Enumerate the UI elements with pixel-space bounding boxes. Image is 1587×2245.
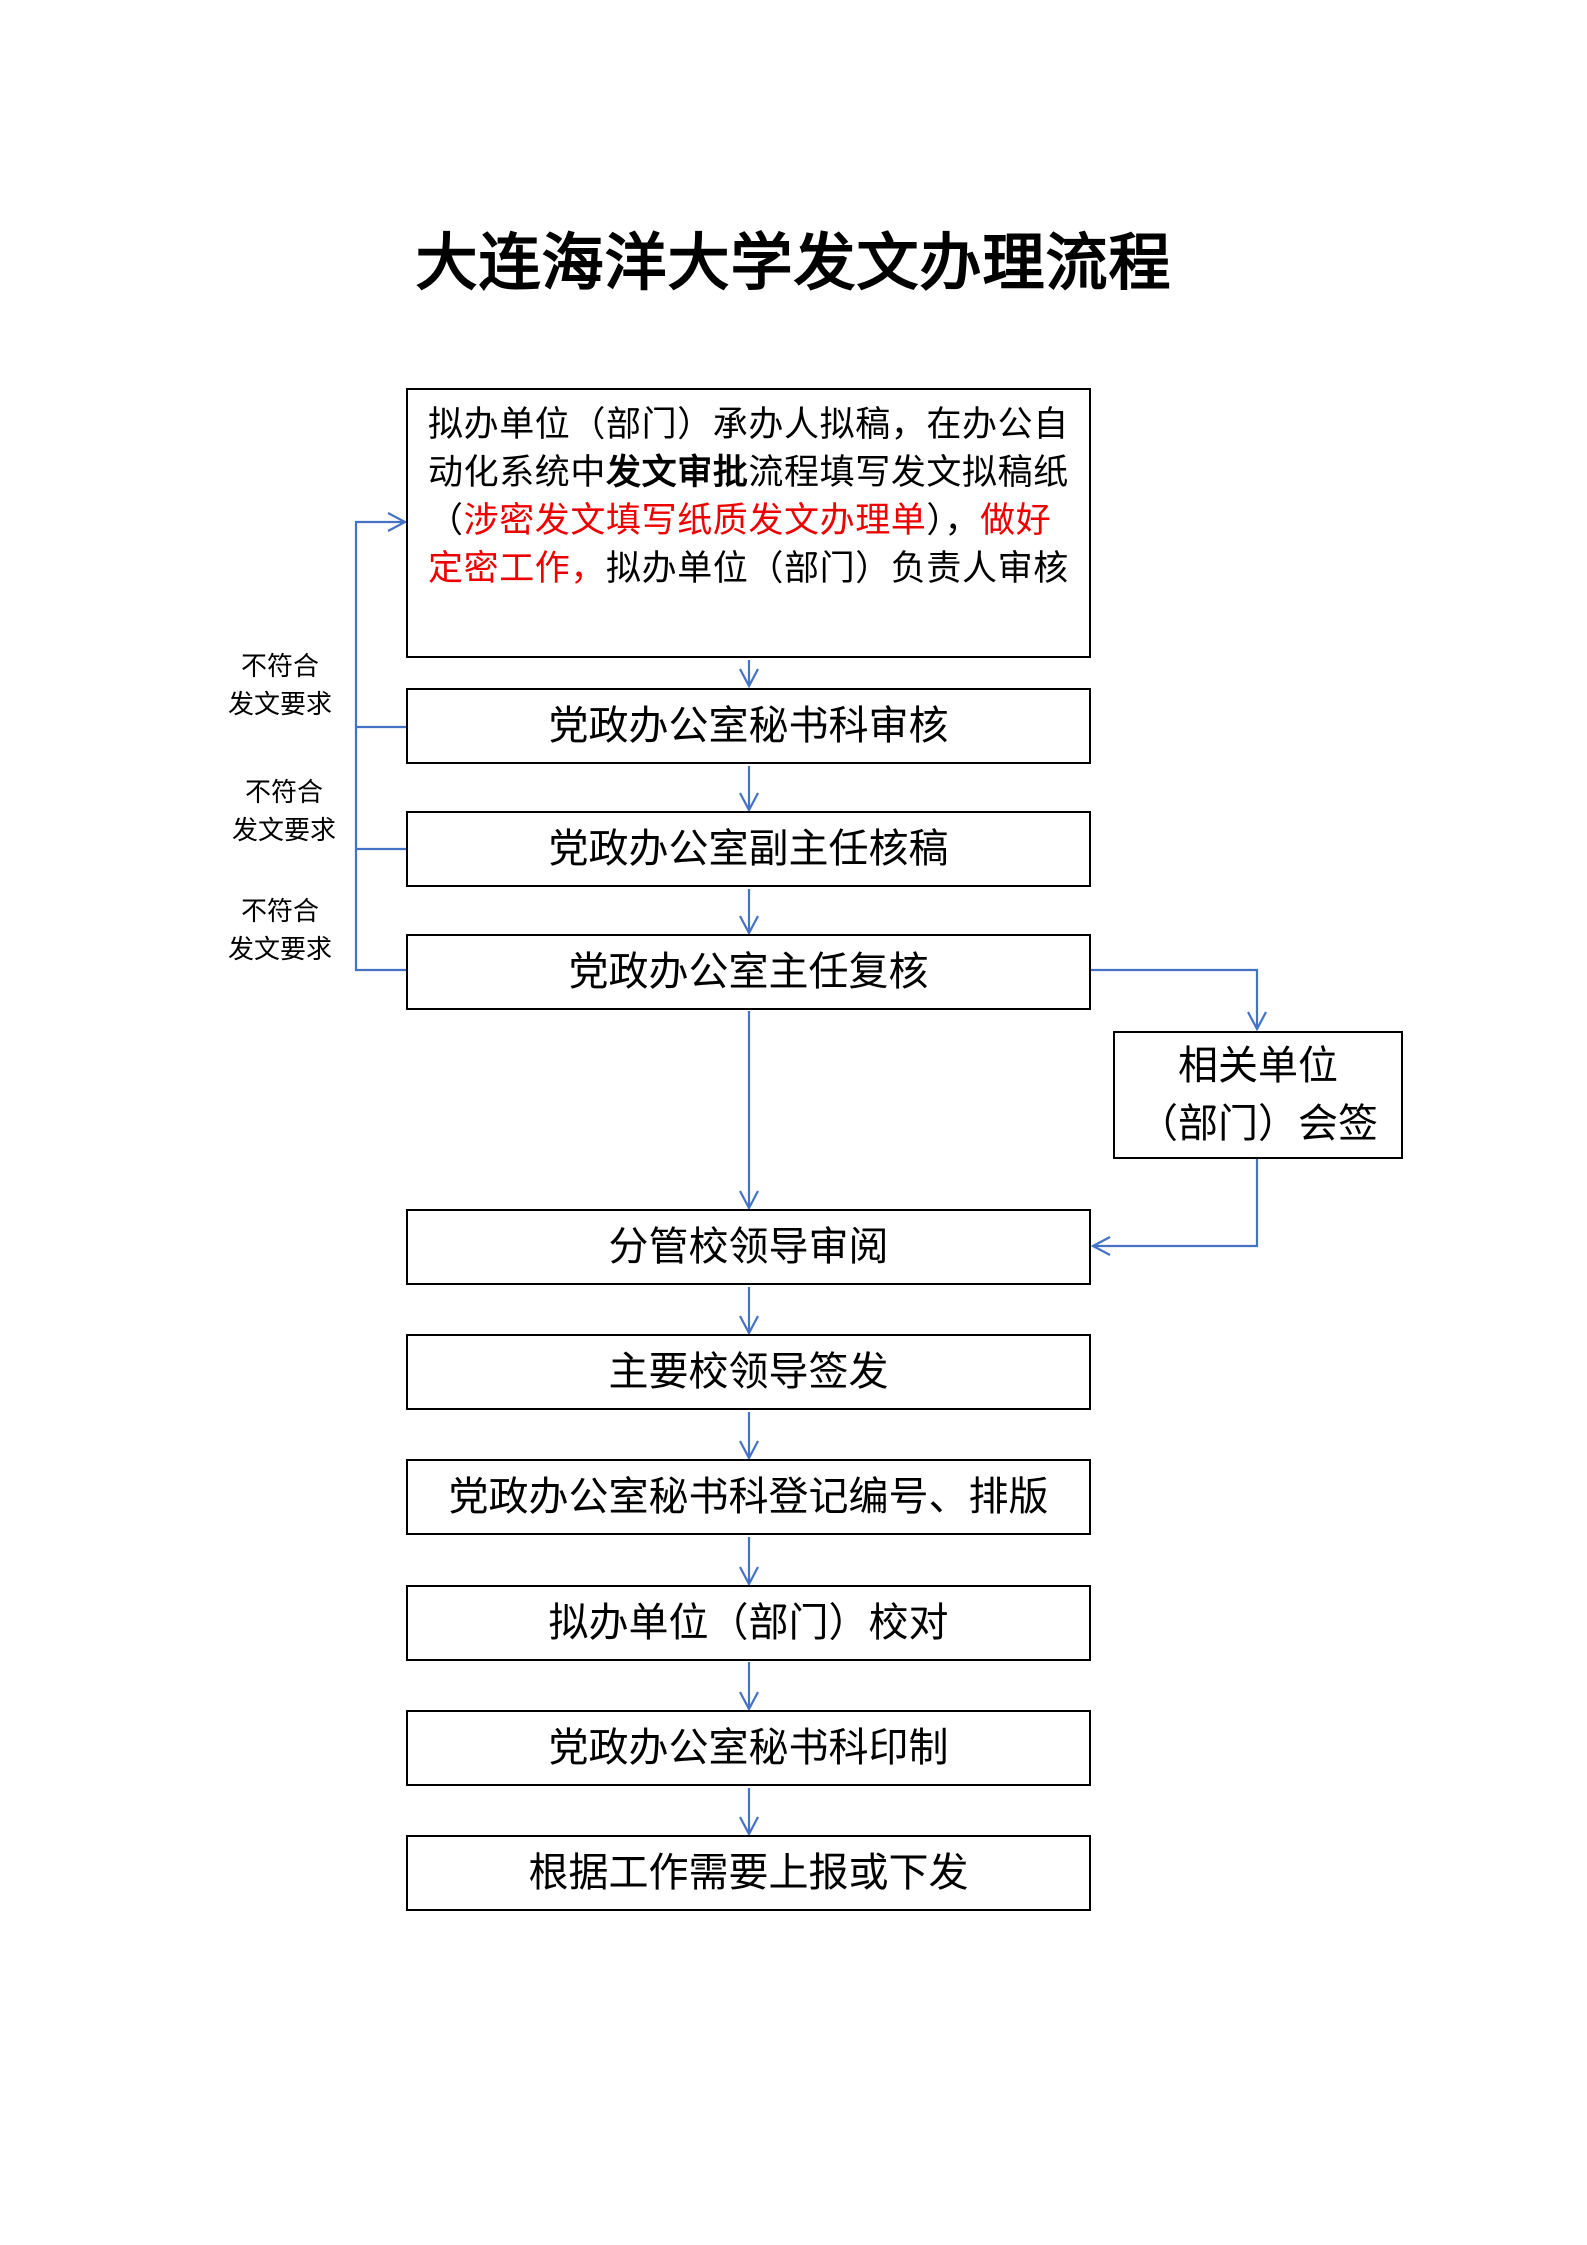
step-distribute: 根据工作需要上报或下发 (406, 1835, 1091, 1911)
step-draft-red: 涉密发文填写纸质发文办理单 (463, 501, 927, 541)
step-draft-red: 做好定密工作， (428, 501, 1052, 589)
reject-note-line-2: 发文要求 (231, 816, 336, 846)
reject-note-2: 不符合 发文要求 (204, 774, 364, 850)
step-proofread: 拟办单位（部门）校对 (406, 1585, 1091, 1661)
page-title: 大连海洋大学发文办理流程 (415, 226, 1172, 299)
step-countersign: 相关单位 （部门）会签 (1113, 1031, 1403, 1159)
step-leader-sign: 主要校领导签发 (406, 1334, 1091, 1410)
arrow-to-countersign (1091, 968, 1267, 1032)
reject-note-line-1: 不符合 (240, 652, 319, 682)
reject-note-3: 不符合 发文要求 (200, 893, 360, 969)
reject-loop (354, 512, 408, 972)
countersign-line-2: （部门）会签 (1138, 1101, 1378, 1147)
step-draft-text: ）， (926, 501, 981, 541)
step-draft-bold: 发文审批 (606, 452, 749, 493)
reject-note-line-1: 不符合 (240, 897, 319, 927)
step-secretary-review: 党政办公室秘书科审核 (406, 688, 1091, 764)
step-deputy-director-review: 党政办公室副主任核稿 (406, 811, 1091, 887)
arrow-from-countersign (1090, 1157, 1259, 1256)
step-print: 党政办公室秘书科印制 (406, 1710, 1091, 1786)
step-leader-review: 分管校领导审阅 (406, 1209, 1091, 1285)
step-draft-text: 拟办单位（部门）负责人审核 (606, 549, 1069, 589)
countersign-line-1: 相关单位 (1178, 1043, 1338, 1089)
step-draft-text: 流程填写发文拟稿纸（ (428, 453, 1069, 541)
reject-note-line-2: 发文要求 (227, 690, 332, 720)
reject-note-line-2: 发文要求 (227, 935, 332, 965)
reject-note-1: 不符合 发文要求 (200, 648, 360, 724)
reject-note-line-1: 不符合 (244, 778, 323, 808)
step-draft-text: 拟办单位（部门）承办人拟稿，在办公自动化系统中 (428, 405, 1069, 493)
step-director-recheck: 党政办公室主任复核 (406, 934, 1091, 1010)
step-draft: 拟办单位（部门）承办人拟稿，在办公自动化系统中发文审批流程填写发文拟稿纸（涉密发… (406, 388, 1091, 658)
step-register-layout: 党政办公室秘书科登记编号、排版 (406, 1459, 1091, 1535)
